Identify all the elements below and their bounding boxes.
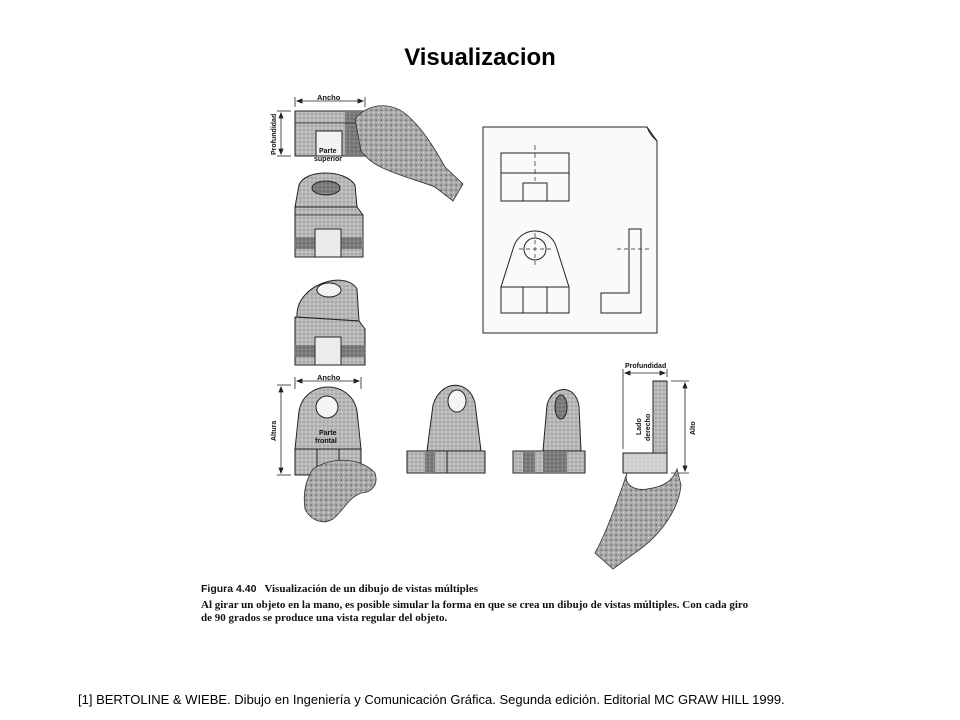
hand-side-icon <box>594 467 682 570</box>
label-parte-superior-1: Parte <box>319 148 337 155</box>
label-altura: Altura <box>271 421 278 441</box>
slide-title: Visualizacion <box>404 44 556 71</box>
label-parte-superior-2: superior <box>314 156 342 163</box>
label-alto: Alto <box>690 421 697 435</box>
label-ancho-front: Ancho <box>317 373 341 382</box>
isometric-object-1 <box>294 172 364 258</box>
label-parte-frontal-2: frontal <box>315 438 337 445</box>
dimension-ancho-top <box>294 97 366 107</box>
dimension-profundidad-left <box>277 110 291 157</box>
figure-text: Al girar un objeto en la mano, es posibl… <box>201 599 749 624</box>
label-ancho-top: Ancho <box>317 93 341 102</box>
rotation-step-1 <box>406 384 486 474</box>
isometric-object-2 <box>294 279 366 366</box>
label-profundidad-right: Profundidad <box>625 363 666 370</box>
rotation-step-2 <box>512 389 586 474</box>
dimension-ancho-front <box>294 377 362 389</box>
hand-front-icon <box>303 459 377 523</box>
figure-title: Visualización de un dibujo de vistas múl… <box>264 583 478 595</box>
hand-top-icon <box>354 105 464 202</box>
figure-caption: Figura 4.40 Visualización de un dibujo de… <box>201 583 751 625</box>
side-view-block <box>622 380 668 474</box>
dimension-profundidad-right <box>622 369 668 449</box>
figure-illustration: Ancho Profundidad Parte superior Ancho A… <box>271 93 697 570</box>
bibliographic-reference: [1] BERTOLINE & WIEBE. Dibujo en Ingenie… <box>78 692 785 707</box>
dimension-alto <box>671 380 689 474</box>
label-lado-derecho-2: derecho <box>645 414 652 441</box>
label-parte-frontal-1: Parte <box>319 430 337 437</box>
label-profundidad-left: Profundidad <box>271 114 278 155</box>
label-lado-derecho-1: Lado <box>636 418 643 435</box>
textbook-figure: Ancho Profundidad Parte superior Ancho A… <box>195 89 758 629</box>
dimension-altura <box>277 384 291 476</box>
figure-number: Figura 4.40 <box>201 583 257 595</box>
drawing-sheet <box>482 126 658 334</box>
